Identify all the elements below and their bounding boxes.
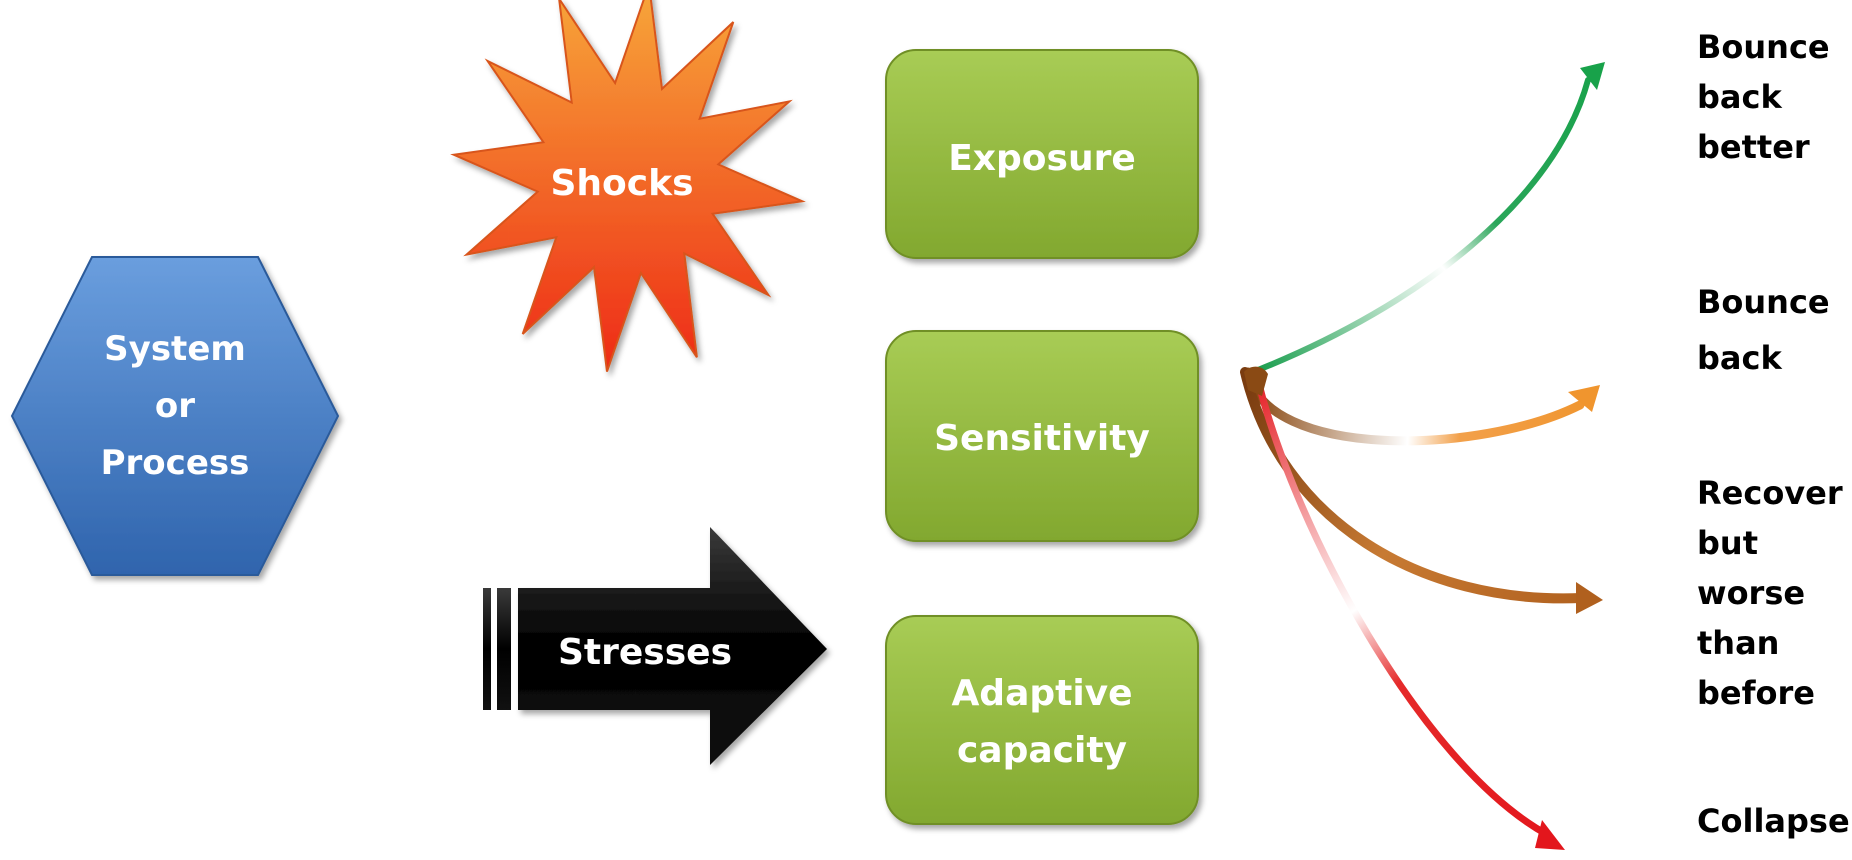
stresses-arrow: Stresses (483, 527, 827, 765)
outcome-arrow-recover-worse (1240, 367, 1603, 614)
outcome-label-bounce-back-better: Bounce back better (1697, 28, 1830, 166)
shocks-label: Shocks (551, 163, 694, 204)
outcome-arrow-bounce-back (1243, 367, 1600, 446)
outcome-label-recover-worse: Recover but worse than before (1697, 474, 1843, 712)
arrow-origin-knot (1244, 366, 1268, 396)
outcome-arrow-collapse (1252, 368, 1565, 850)
exposure-label: Exposure (948, 138, 1136, 179)
stresses-stripe (497, 588, 511, 710)
sensitivity-label: Sensitivity (934, 418, 1150, 459)
outcome-label-collapse: Collapse (1697, 802, 1850, 840)
outcome-label-bounce-back: Bounce back (1697, 283, 1830, 377)
stresses-stripe (483, 588, 491, 710)
stresses-label: Stresses (558, 632, 732, 673)
outcome-arrow-bounce-back-better (1255, 62, 1605, 373)
exposure-box: Exposure (885, 49, 1199, 259)
shocks-starburst: Shocks (450, 0, 806, 372)
sensitivity-box: Sensitivity (885, 330, 1199, 542)
